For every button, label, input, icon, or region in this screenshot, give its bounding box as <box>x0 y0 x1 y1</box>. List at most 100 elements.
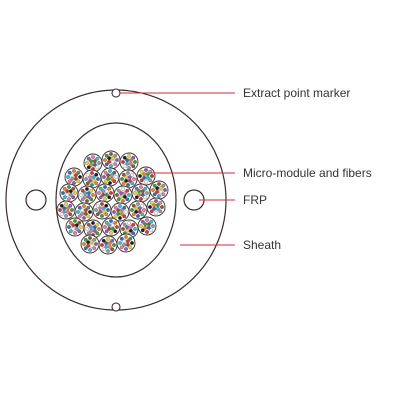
fiber <box>86 191 91 196</box>
fiber <box>122 222 127 227</box>
fiber <box>100 202 104 206</box>
fiber <box>115 193 119 197</box>
fiber <box>77 229 82 234</box>
fiber <box>94 208 98 212</box>
fiber <box>140 228 145 233</box>
fiber <box>114 175 118 179</box>
fiber <box>94 172 99 177</box>
fiber <box>95 165 100 170</box>
fiber <box>86 205 91 210</box>
fiber <box>119 236 124 241</box>
fiber <box>106 208 110 212</box>
micro-module <box>92 200 112 220</box>
fiber <box>103 185 107 189</box>
fiber <box>118 241 122 245</box>
micro-module <box>136 166 156 186</box>
fiber <box>86 165 91 170</box>
fiber <box>84 177 88 181</box>
fiber <box>144 168 148 172</box>
micro-module-bundle <box>56 150 169 255</box>
fiber <box>161 183 166 188</box>
frp-left-circle <box>25 189 47 211</box>
fiber <box>73 191 77 195</box>
fiber <box>104 220 109 225</box>
fiber <box>144 180 148 184</box>
fiber <box>88 210 92 214</box>
micro-module <box>65 217 85 237</box>
fiber <box>149 228 154 233</box>
fiber <box>127 221 131 225</box>
fiber <box>98 186 103 191</box>
fiber <box>134 195 139 200</box>
fiber <box>115 158 119 162</box>
fiber <box>154 199 158 203</box>
fiber <box>113 205 118 210</box>
fiber <box>128 236 133 241</box>
fiber <box>151 224 155 228</box>
label-sheath: Sheath <box>243 238 281 252</box>
fiber <box>92 246 97 251</box>
fiber <box>128 225 133 230</box>
fiber <box>82 242 86 246</box>
fiber <box>122 214 127 219</box>
fiber <box>112 243 116 247</box>
fiber <box>103 170 108 175</box>
fiber <box>115 225 119 229</box>
fiber <box>133 227 137 231</box>
fiber <box>103 158 107 162</box>
fiber <box>157 194 161 198</box>
fiber <box>103 179 108 184</box>
fiber <box>100 243 104 247</box>
fiber <box>62 186 67 191</box>
micro-module <box>137 216 157 236</box>
fiber <box>139 178 144 183</box>
fiber <box>62 195 67 200</box>
fiber <box>107 195 112 200</box>
fiber <box>121 199 125 203</box>
fiber <box>128 158 133 163</box>
fiber <box>109 173 114 178</box>
fiber <box>139 224 143 228</box>
fiber <box>158 186 163 191</box>
fiber <box>158 200 163 205</box>
fiber <box>136 214 140 218</box>
fiber <box>110 247 115 252</box>
micro-module <box>59 183 79 203</box>
micro-module <box>101 150 121 170</box>
fiber <box>94 242 98 246</box>
micro-module <box>98 235 118 255</box>
fiber <box>133 160 137 164</box>
fiber <box>85 227 89 231</box>
fiber <box>95 231 100 236</box>
micro-module <box>82 169 102 189</box>
fiber <box>157 182 161 186</box>
fiber <box>113 162 118 167</box>
fiber <box>148 178 153 183</box>
fiber <box>67 225 71 229</box>
fiber <box>86 222 91 227</box>
fiber <box>82 216 86 220</box>
fiber <box>104 153 109 158</box>
fiber <box>143 186 148 191</box>
extract-marker-bottom <box>111 302 121 312</box>
fiber <box>127 154 131 158</box>
fiber <box>68 212 73 217</box>
fiber <box>124 247 128 251</box>
fiber <box>85 161 89 165</box>
fiber <box>73 173 78 178</box>
fiber <box>73 231 77 235</box>
fiber <box>66 175 70 179</box>
fiber <box>121 160 125 164</box>
fiber <box>149 219 154 224</box>
fiber <box>95 222 100 227</box>
fiber <box>149 200 154 205</box>
fiber <box>122 191 127 196</box>
fiber <box>142 208 146 212</box>
fiber <box>138 174 142 178</box>
fiber <box>103 225 107 229</box>
fiber <box>126 183 130 187</box>
fiber <box>112 170 117 175</box>
fiber <box>90 183 94 187</box>
fiber <box>67 185 71 189</box>
